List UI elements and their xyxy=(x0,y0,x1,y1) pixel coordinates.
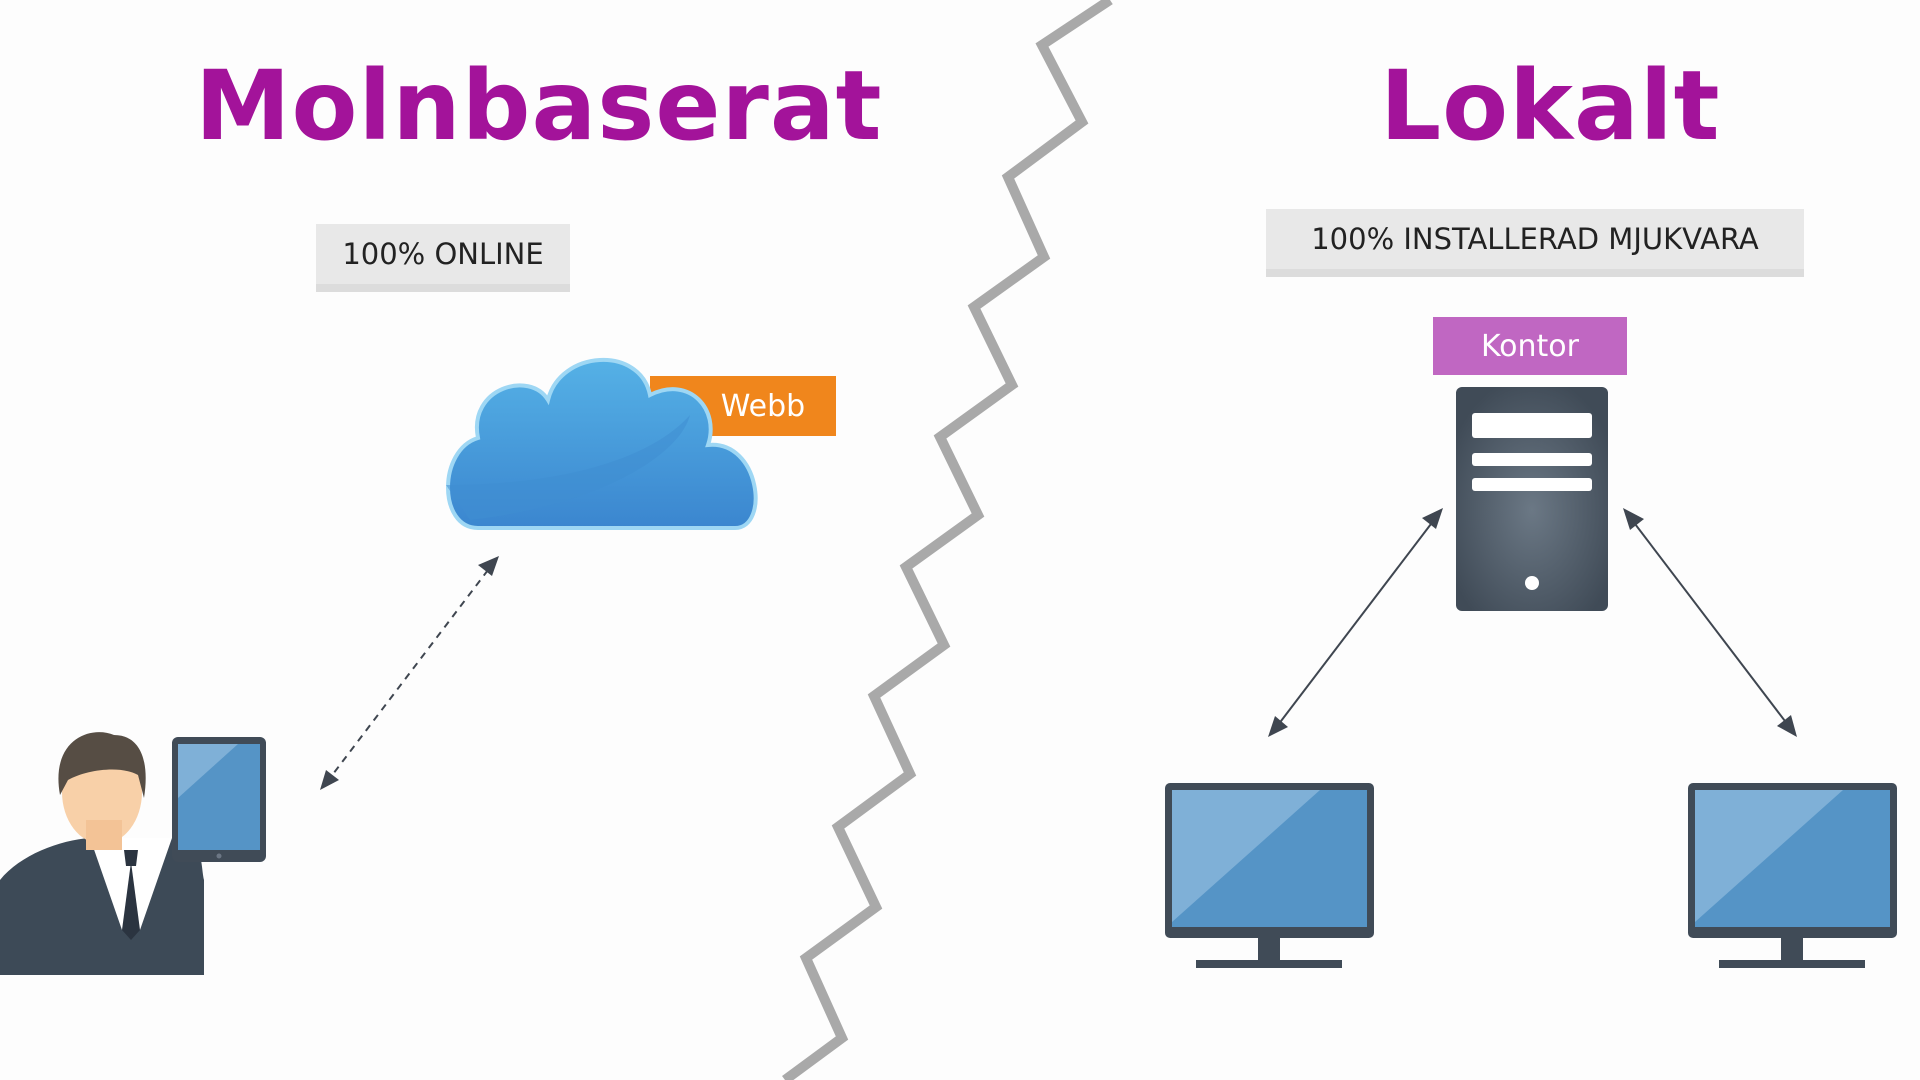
online-label: 100% ONLINE xyxy=(316,224,570,292)
title-local: Lokalt xyxy=(1380,50,1721,162)
installed-software-label: 100% INSTALLERAD MJUKVARA xyxy=(1266,209,1804,277)
title-cloud-based: Molnbaserat xyxy=(195,50,883,162)
kontor-tag: Kontor xyxy=(1433,317,1627,375)
